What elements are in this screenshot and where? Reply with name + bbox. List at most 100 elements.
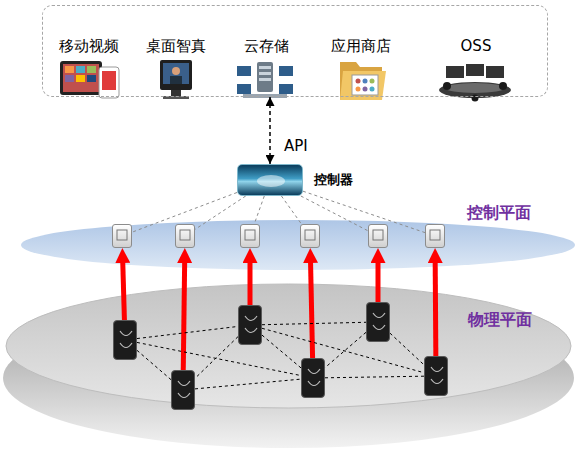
physical-link — [137, 350, 171, 379]
device-detail — [178, 381, 190, 398]
control-link — [254, 196, 264, 224]
device-icon — [425, 357, 447, 395]
device-detail — [431, 367, 443, 384]
switch-icon — [426, 225, 444, 247]
report-arrow — [123, 256, 125, 320]
physical-link — [262, 322, 366, 324]
application-box: 应用商店 — [316, 35, 406, 97]
application-layer-box: 移动视频桌面智真云存储应用商店OSS — [42, 5, 548, 97]
mobile-video-icon-part — [87, 66, 96, 73]
control-switch — [112, 224, 132, 248]
desktop-telepresence-icon-part — [163, 63, 189, 84]
app-store-icon-part — [340, 71, 386, 100]
switch-detail — [305, 230, 315, 240]
network-device — [366, 302, 390, 342]
desktop-telepresence-icon-part — [171, 90, 181, 96]
control-link — [132, 192, 237, 232]
node-label: OSS — [431, 37, 521, 55]
node-label: 移动视频 — [44, 37, 134, 55]
app-store-icon-part — [370, 87, 375, 92]
device-icon — [239, 306, 261, 344]
control-switch — [368, 224, 388, 248]
plane-label: 物理平面 — [468, 310, 532, 330]
physical-plane-shape — [2, 280, 575, 450]
mobile-video-icon-part — [63, 64, 99, 92]
device-detail — [308, 369, 320, 386]
oss-icon — [439, 64, 511, 102]
oss-icon-part — [445, 83, 505, 93]
network-device — [301, 358, 325, 398]
mobile-video-icon-part — [65, 75, 74, 82]
control-switch — [175, 224, 195, 248]
device-icon — [302, 359, 324, 397]
physical-link — [137, 342, 301, 375]
app-store-icon-part — [356, 87, 361, 92]
switch-icon — [241, 225, 259, 247]
network-device — [171, 370, 195, 410]
mobile-video-icon-part — [65, 66, 74, 73]
report-arrow — [183, 256, 184, 370]
physical-link — [262, 335, 301, 368]
network-device — [424, 356, 448, 396]
switch-icon — [369, 225, 387, 247]
node-label: 应用商店 — [316, 37, 406, 55]
physical-link — [325, 332, 366, 367]
node-label: 控制器 — [314, 172, 353, 188]
app-store-icon — [340, 62, 386, 100]
node-label: 云存储 — [221, 37, 311, 55]
mobile-video-icon-part — [76, 66, 85, 73]
control-link — [303, 191, 425, 232]
cloud-storage-icon-part — [237, 66, 251, 76]
device-detail — [373, 313, 385, 330]
plane-label: 控制平面 — [467, 203, 531, 223]
app-store-icon-part — [370, 79, 375, 84]
physical-link — [325, 376, 424, 378]
control-plane-band: 控制平面 — [20, 219, 576, 271]
device-detail — [120, 331, 132, 348]
cloud-storage-icon-part — [259, 66, 271, 69]
desktop-telepresence-icon-part — [160, 60, 192, 90]
switch-detail — [245, 230, 255, 240]
disc-top — [6, 284, 571, 408]
physical-link — [262, 328, 424, 372]
app-store-icon-part — [363, 87, 368, 92]
mobile-video-icon — [60, 61, 119, 98]
control-link — [301, 196, 368, 231]
report-arrow — [310, 256, 312, 358]
desktop-telepresence-icon-part — [172, 67, 180, 75]
control-switch — [240, 224, 260, 248]
application-box: OSS — [431, 35, 521, 97]
control-plane-ellipse — [20, 219, 576, 271]
app-store-icon-part — [356, 79, 361, 84]
report-arrow — [248, 256, 253, 305]
oss-icon-part — [499, 82, 507, 90]
api-arrow — [269, 97, 271, 164]
switch-detail — [373, 230, 383, 240]
switch-detail — [117, 230, 127, 240]
report-arrow — [433, 256, 439, 356]
switch-icon — [176, 225, 194, 247]
mobile-video-icon-part — [87, 75, 96, 82]
physical-link — [195, 379, 301, 389]
application-box: 移动视频 — [44, 35, 134, 97]
control-link — [195, 196, 246, 229]
physical-link — [137, 326, 238, 338]
switch-icon — [113, 225, 131, 247]
cloud-storage-icon-part — [259, 72, 271, 75]
mobile-video-icon-part — [60, 61, 102, 95]
mobile-video-icon-part — [99, 67, 119, 98]
app-store-icon-part — [363, 79, 368, 84]
switch-detail — [430, 230, 440, 240]
physical-plane-disc: 物理平面 — [2, 280, 575, 450]
desktop-telepresence-icon — [160, 60, 192, 99]
oss-icon-part — [486, 66, 504, 78]
application-box: 云存储 — [221, 35, 311, 97]
report-arrow — [376, 256, 381, 302]
controller-glow — [257, 175, 285, 187]
oss-icon-part — [472, 95, 479, 102]
control-link — [281, 196, 301, 224]
control-switch — [300, 224, 320, 248]
edge-label: API — [284, 137, 308, 155]
